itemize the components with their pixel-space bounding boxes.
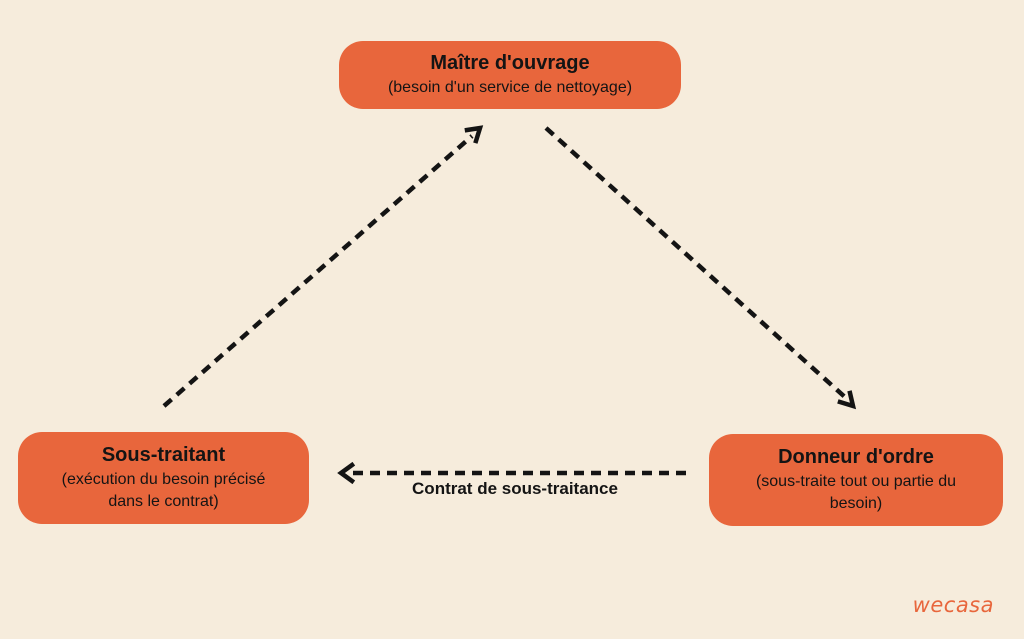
edge-label-contrat: Contrat de sous-traitance: [412, 479, 618, 498]
node-sous-traitant: Sous-traitant (exécution du besoin préci…: [18, 432, 309, 524]
node-donneur-d-ordre: Donneur d'ordre (sous-traite tout ou par…: [709, 434, 1003, 526]
arrowhead-left: [337, 461, 356, 485]
node-description-line: besoin): [829, 495, 883, 512]
arrow-left-to-top: [162, 134, 474, 408]
node-maitre-d-ouvrage: Maître d'ouvrage (besoin d'un service de…: [339, 41, 681, 109]
wecasa-logo: wecasa: [912, 593, 994, 617]
arrowhead-top: [464, 125, 484, 144]
arrow-top-to-right: [544, 126, 848, 400]
node-description-line: dans le contrat): [108, 493, 219, 510]
node-description-line: (sous-traite tout ou partie du: [755, 473, 957, 490]
arrowhead-right: [837, 390, 857, 410]
node-description: (besoin d'un service de nettoyage): [387, 79, 633, 96]
node-title: Sous-traitant: [101, 444, 226, 466]
node-description-line: (exécution du besoin précisé: [61, 471, 266, 488]
node-title: Maître d'ouvrage: [430, 52, 590, 74]
node-title: Donneur d'ordre: [778, 446, 934, 468]
